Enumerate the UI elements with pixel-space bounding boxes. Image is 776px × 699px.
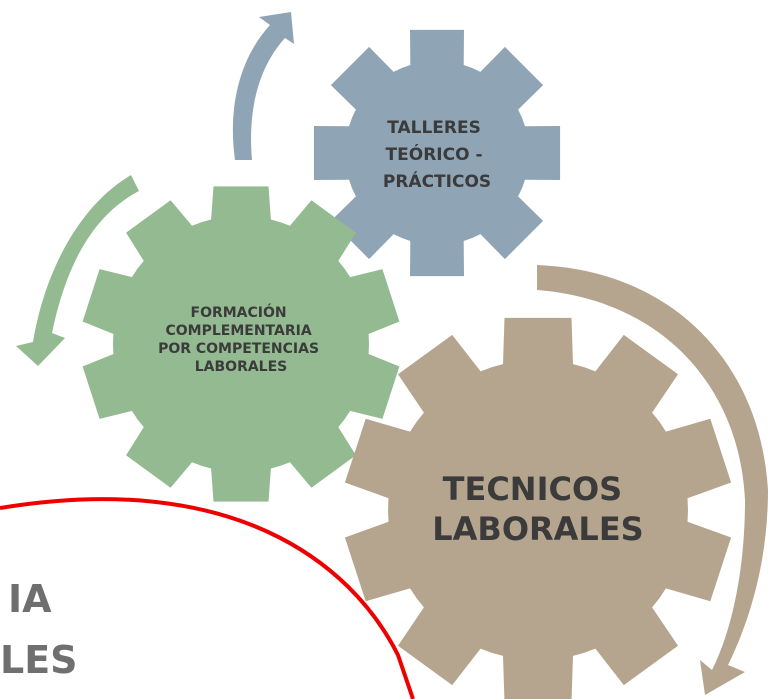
arrow-formacion [16,175,139,366]
talleres-label: TALLERES TEÓRICO - PRÁCTICOS [383,118,491,192]
arrow-talleres [232,12,294,160]
formacion-label: FORMACIÓN COMPLEMENTARIA POR COMPETENCIA… [158,303,324,375]
talleres-line-3: PRÁCTICOS [383,170,491,192]
partial-text-line-1: IA [8,577,52,621]
talleres-line-1: TALLERES [387,118,481,138]
formacion-line-4: LABORALES [195,359,288,375]
formacion-line-3: POR COMPETENCIAS [158,341,319,357]
gear-formacion [82,186,400,502]
talleres-line-2: TEÓRICO - [386,143,483,165]
tecnicos-line-1: TECNICOS [443,470,623,508]
tecnicos-label: TECNICOS LABORALES [432,470,643,548]
tecnicos-line-2: LABORALES [432,510,643,548]
red-curve [0,497,415,699]
gear-talleres [313,29,561,277]
formacion-line-2: COMPLEMENTARIA [165,323,311,339]
partial-text: IA LES [0,577,78,682]
arrow-tecnicos [537,265,768,695]
gear-tecnicos [344,317,732,699]
formacion-line-1: FORMACIÓN [191,303,287,321]
partial-text-line-2: LES [0,638,78,682]
